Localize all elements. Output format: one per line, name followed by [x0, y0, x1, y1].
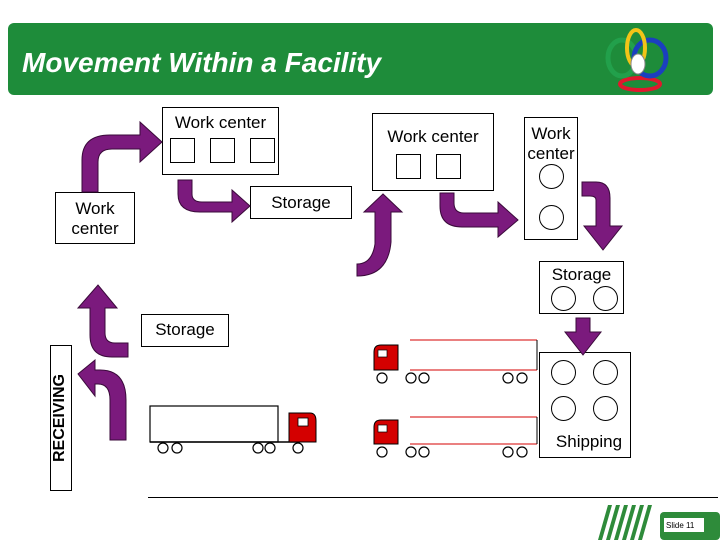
shipping-label: Shipping [555, 432, 623, 451]
shipping-truck-icon [373, 416, 538, 458]
storage-label-2: Storage [551, 265, 612, 284]
receiving-box [50, 345, 72, 491]
work-center-label-2: Work center [387, 127, 479, 146]
shipping-slot [551, 360, 576, 385]
footer-divider [148, 497, 718, 498]
page-title: Movement Within a Facility [22, 47, 382, 78]
work-center-slot [170, 138, 195, 163]
work-center-slot [539, 205, 564, 230]
work-center-slot [210, 138, 235, 163]
storage-slot [551, 286, 576, 311]
work-center-box-4 [55, 192, 135, 244]
shipping-slot [593, 360, 618, 385]
work-center-slot [250, 138, 275, 163]
storage-box-1 [250, 186, 352, 219]
flow-arrow-icon [563, 317, 603, 356]
slide-number: Slide 11 [666, 521, 695, 530]
flow-arrow-icon [76, 284, 129, 358]
interlocking-rings-logo-icon [605, 28, 669, 92]
shipping-truck-icon [373, 339, 538, 384]
work-center-label-3: Work center [527, 124, 575, 163]
storage-box-3 [141, 314, 229, 347]
flow-arrow-icon [81, 120, 163, 193]
title-bar: Movement Within a Facility [8, 23, 713, 95]
work-center-label-1: Work center [174, 113, 267, 132]
storage-label-3: Storage [155, 320, 215, 339]
shipping-slot [593, 396, 618, 421]
work-center-slot [396, 154, 421, 179]
flow-arrow-icon [581, 181, 624, 251]
company-logo-icon [598, 505, 720, 540]
flow-arrow-icon [177, 179, 251, 224]
storage-slot [593, 286, 618, 311]
flow-arrow-icon [356, 193, 404, 277]
storage-label-1: Storage [271, 193, 331, 212]
work-center-label-4: Work center [71, 199, 119, 238]
shipping-slot [551, 396, 576, 421]
flow-arrow-icon [77, 358, 127, 441]
receiving-truck-icon [149, 405, 317, 454]
work-center-slot [436, 154, 461, 179]
work-center-slot [539, 164, 564, 189]
flow-arrow-icon [439, 192, 519, 239]
work-center-box-2 [372, 113, 494, 191]
